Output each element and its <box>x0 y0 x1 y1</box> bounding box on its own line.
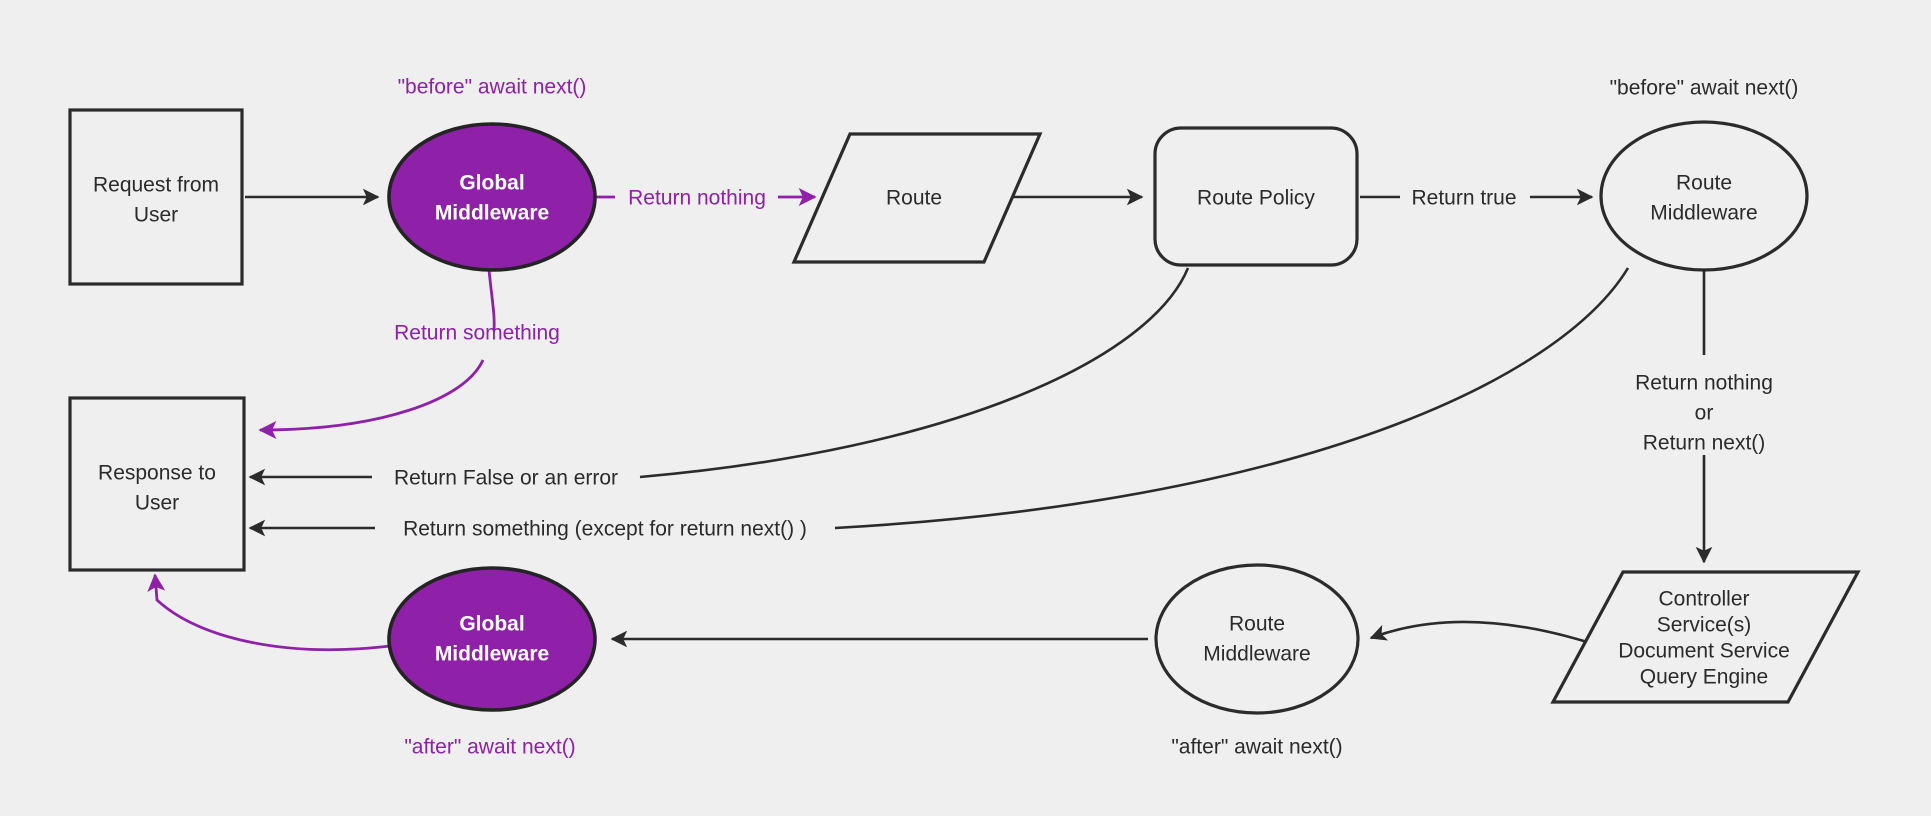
node-request-from-user-line2: User <box>134 204 178 227</box>
node-global-middleware-before-line2: Middleware <box>435 202 549 225</box>
node-request-from-user-line1: Request from <box>93 174 219 197</box>
node-route-middleware-before-line2: Middleware <box>1650 202 1757 225</box>
node-route-middleware-after-line1: Route <box>1229 613 1285 636</box>
node-response-to-user-line2: User <box>135 492 179 515</box>
annotation-after-await-next-global: "after" await next() <box>404 736 575 759</box>
edge-label-return-something: Return something <box>394 322 560 345</box>
edge-route-policy-to-response: Return False or an error <box>248 267 1190 490</box>
edge-controller-to-route-middleware-after <box>1369 620 1601 648</box>
node-route[interactable]: Route <box>791 132 1043 264</box>
node-response-to-user[interactable]: Response to User <box>68 396 246 572</box>
edge-route-middleware-to-controller: Return nothing or Return next() <box>1635 271 1773 564</box>
edge-route-middleware-to-response: Return something (except for return next… <box>248 267 1630 541</box>
edge-route-policy-to-route-middleware: Return true <box>1360 187 1594 210</box>
node-controller-line3: Document Service <box>1618 640 1790 663</box>
node-route-middleware-after[interactable]: Route Middleware <box>1154 563 1360 715</box>
edge-label-return-false-or-error: Return False or an error <box>394 467 618 490</box>
edge-label-return-true: Return true <box>1411 187 1516 210</box>
edge-label-return-next-line3: Return next() <box>1643 432 1766 455</box>
node-global-middleware-after-line1: Global <box>459 613 524 636</box>
node-route-middleware-after-line2: Middleware <box>1203 643 1310 666</box>
node-route-policy-label: Route Policy <box>1197 187 1315 210</box>
node-controller-line1: Controller <box>1658 588 1749 611</box>
node-route-middleware-before[interactable]: Route Middleware <box>1599 120 1809 272</box>
node-controller-line2: Service(s) <box>1657 614 1752 637</box>
edge-global-middleware-to-response: Return something <box>258 269 560 439</box>
node-response-to-user-line1: Response to <box>98 462 216 485</box>
edge-label-return-nothing-line1: Return nothing <box>1635 372 1773 395</box>
node-route-policy[interactable]: Route Policy <box>1153 126 1359 267</box>
edge-global-middleware-to-route: Return nothing <box>596 187 817 210</box>
node-global-middleware-before[interactable]: Global Middleware <box>387 122 597 272</box>
node-global-middleware-before-line1: Global <box>459 172 524 195</box>
annotation-before-await-next-global: "before" await next() <box>398 76 587 99</box>
annotation-after-await-next-route: "after" await next() <box>1171 736 1342 759</box>
node-route-label: Route <box>886 187 942 210</box>
node-global-middleware-after-line2: Middleware <box>435 643 549 666</box>
node-controller-services[interactable]: Controller Service(s) Document Service Q… <box>1550 570 1861 704</box>
edge-label-return-nothing: Return nothing <box>628 187 766 210</box>
edge-global-middleware-after-to-response <box>147 573 391 652</box>
edge-label-return-nothing-line2: or <box>1695 402 1714 425</box>
annotation-before-await-next-route: "before" await next() <box>1610 77 1799 100</box>
node-controller-line4: Query Engine <box>1640 666 1768 689</box>
node-route-middleware-before-line1: Route <box>1676 172 1732 195</box>
node-global-middleware-after[interactable]: Global Middleware <box>387 566 597 712</box>
edge-label-return-something-except: Return something (except for return next… <box>403 518 807 541</box>
node-request-from-user[interactable]: Request from User <box>68 108 244 286</box>
